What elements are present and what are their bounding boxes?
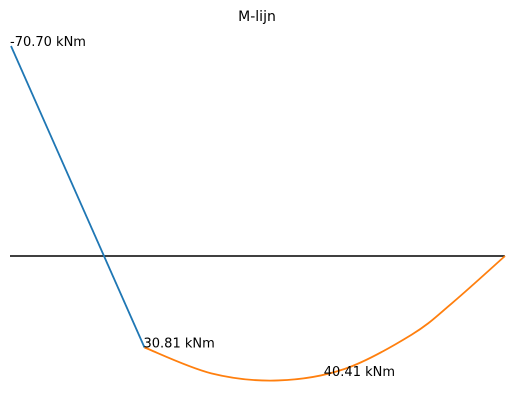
chart-title: M-lijn [238, 9, 276, 25]
data-label-2: 30.81 kNm [144, 337, 215, 352]
series-line-2 [144, 255, 506, 382]
data-label-3: 40.41 kNm [324, 365, 395, 380]
data-label-1: -70.70 kNm [10, 35, 86, 50]
series-line-1 [10, 45, 146, 348]
plot-area: -70.70 kNm 30.81 kNm 40.41 kNm [10, 35, 506, 382]
